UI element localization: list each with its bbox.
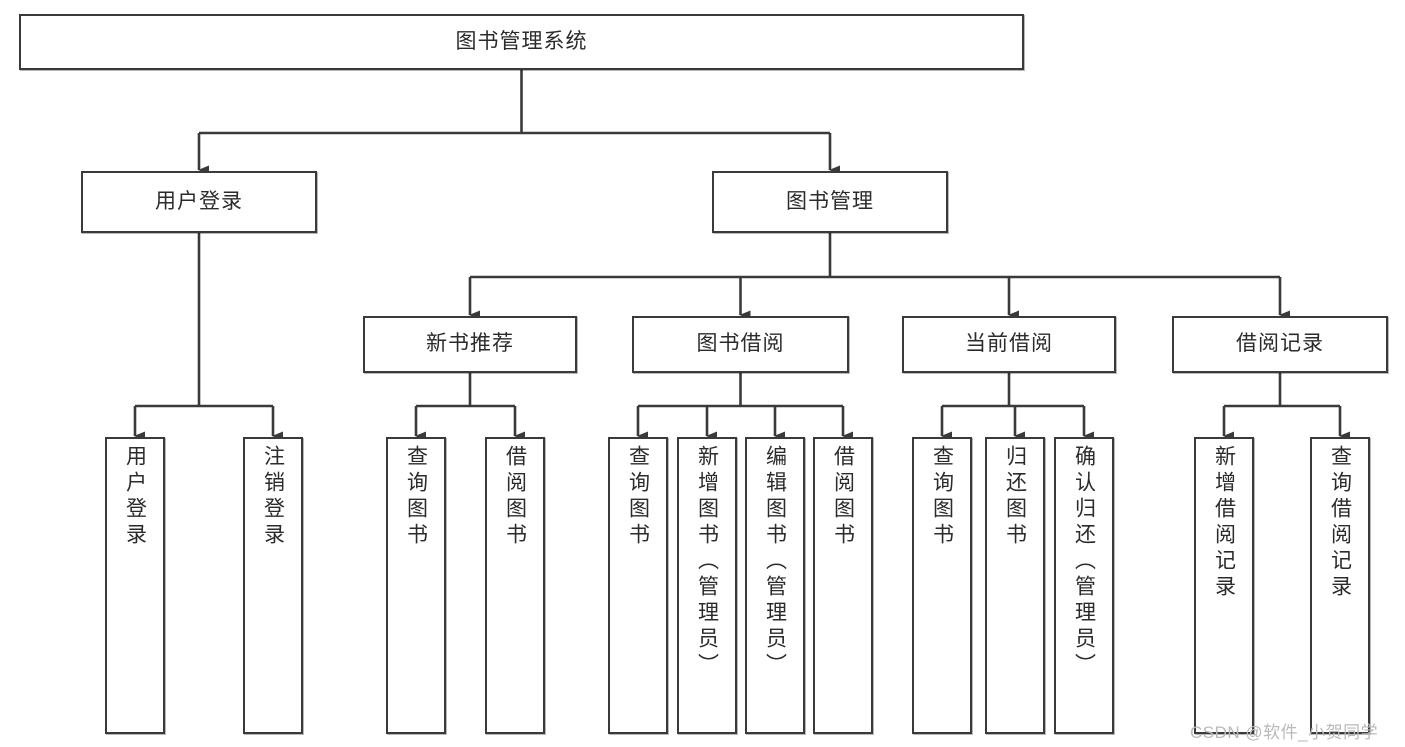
node-root[interactable]: 图书管理系统 (19, 14, 1024, 70)
node-label: 新书推荐 (426, 332, 514, 356)
node-label: 图书管理系统 (455, 29, 588, 53)
node-label: 查询图书 (626, 445, 650, 549)
node-borrow[interactable]: 图书借阅 (632, 316, 849, 373)
node-label: 查询图书 (404, 445, 428, 549)
node-leaf2[interactable]: 注销登录 (243, 437, 303, 734)
node-leaf4[interactable]: 借阅图书 (485, 437, 545, 734)
node-leaf1[interactable]: 用户登录 (105, 437, 165, 734)
connector-layer (133, 70, 1350, 441)
node-label: 注销登录 (261, 445, 285, 549)
node-leaf13[interactable]: 查询借阅记录 (1310, 437, 1370, 734)
node-label: 借阅记录 (1236, 332, 1324, 356)
node-leaf6[interactable]: 新增图书（管理员） (677, 437, 737, 734)
node-label: 用户登录 (123, 445, 147, 549)
node-leaf9[interactable]: 查询图书 (912, 437, 972, 734)
node-leaf12[interactable]: 新增借阅记录 (1194, 437, 1254, 734)
node-label: 图书管理 (786, 189, 874, 213)
node-leaf8[interactable]: 借阅图书 (813, 437, 873, 734)
node-label: 确认归还（管理员） (1072, 445, 1096, 679)
node-label: 用户登录 (155, 189, 243, 213)
node-login[interactable]: 用户登录 (81, 171, 317, 233)
node-label: 借阅图书 (831, 445, 855, 549)
node-current[interactable]: 当前借阅 (902, 316, 1116, 373)
node-records[interactable]: 借阅记录 (1172, 316, 1388, 373)
node-leaf11[interactable]: 确认归还（管理员） (1054, 437, 1114, 734)
node-label: 新增图书（管理员） (695, 445, 719, 679)
node-leaf3[interactable]: 查询图书 (386, 437, 446, 734)
node-label: 借阅图书 (503, 445, 527, 549)
node-label: 当前借阅 (965, 332, 1053, 356)
node-bookmgmt[interactable]: 图书管理 (712, 171, 948, 233)
node-label: 编辑图书（管理员） (763, 445, 787, 679)
node-leaf10[interactable]: 归还图书 (985, 437, 1045, 734)
node-label: 查询借阅记录 (1328, 445, 1352, 601)
node-newbooks[interactable]: 新书推荐 (363, 316, 577, 373)
node-label: 图书借阅 (696, 332, 785, 356)
node-label: 归还图书 (1003, 445, 1027, 549)
node-label: 新增借阅记录 (1212, 445, 1236, 601)
node-label: 查询图书 (930, 445, 954, 549)
node-leaf5[interactable]: 查询图书 (608, 437, 668, 734)
node-leaf7[interactable]: 编辑图书（管理员） (745, 437, 805, 734)
